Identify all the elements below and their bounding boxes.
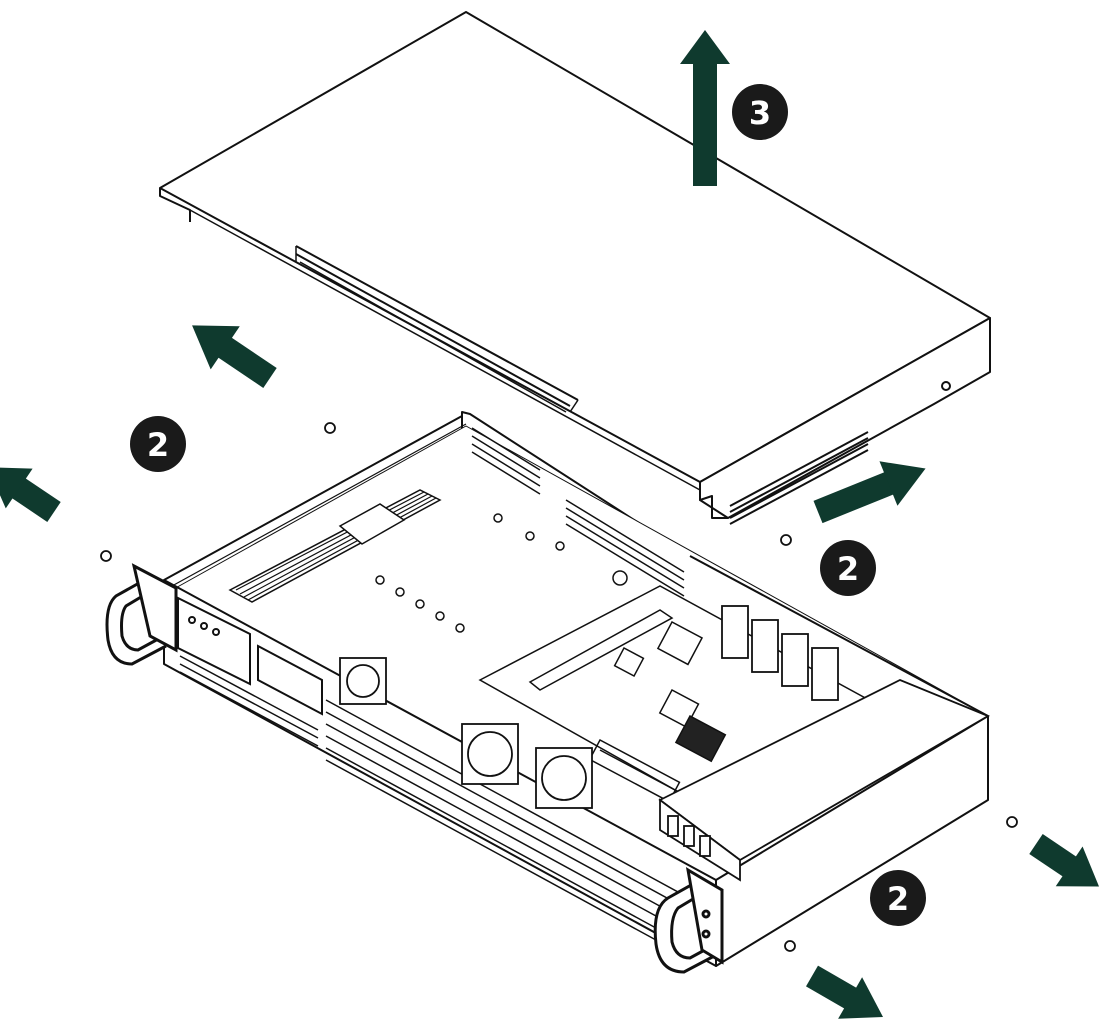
step-badge-2-right: 2 (820, 540, 876, 596)
top-cover (159, 11, 991, 519)
ribbon-cable (228, 489, 442, 603)
step-label: 3 (749, 94, 771, 132)
rear-right-screw-icon (780, 534, 792, 546)
step-badge-3: 3 (732, 84, 788, 140)
step-badge-2-left: 2 (130, 416, 186, 472)
side-right-screw-icon (1006, 816, 1018, 828)
cooling-fans (339, 657, 593, 809)
capacitors (721, 605, 839, 701)
arrow-up-icon (680, 30, 730, 186)
step-label: 2 (887, 880, 909, 918)
front-right-screw-icon (784, 940, 796, 952)
arrow-upleft-icon (0, 467, 61, 522)
front-left-vents (179, 655, 319, 747)
standoffs (375, 513, 628, 633)
right-rack-handle (653, 867, 724, 974)
motherboard (478, 585, 882, 805)
rear-left-screw-icon (324, 422, 336, 434)
front-left-screw-icon (100, 550, 112, 562)
step-label: 2 (147, 426, 169, 464)
arrow-upright-icon (813, 461, 926, 524)
arrow-upleft-icon (192, 325, 277, 388)
rear-vent (471, 427, 685, 597)
screws (100, 422, 1018, 952)
step-label: 2 (837, 550, 859, 588)
arrow-downright-icon (1029, 834, 1100, 887)
cover-vent (729, 431, 869, 525)
power-supply (658, 679, 991, 882)
left-rack-handle (105, 563, 178, 666)
step-badge-2-front: 2 (870, 870, 926, 926)
front-bezel (325, 699, 701, 965)
arrow-downright-icon (806, 965, 884, 1019)
front-control-panel (177, 596, 323, 716)
